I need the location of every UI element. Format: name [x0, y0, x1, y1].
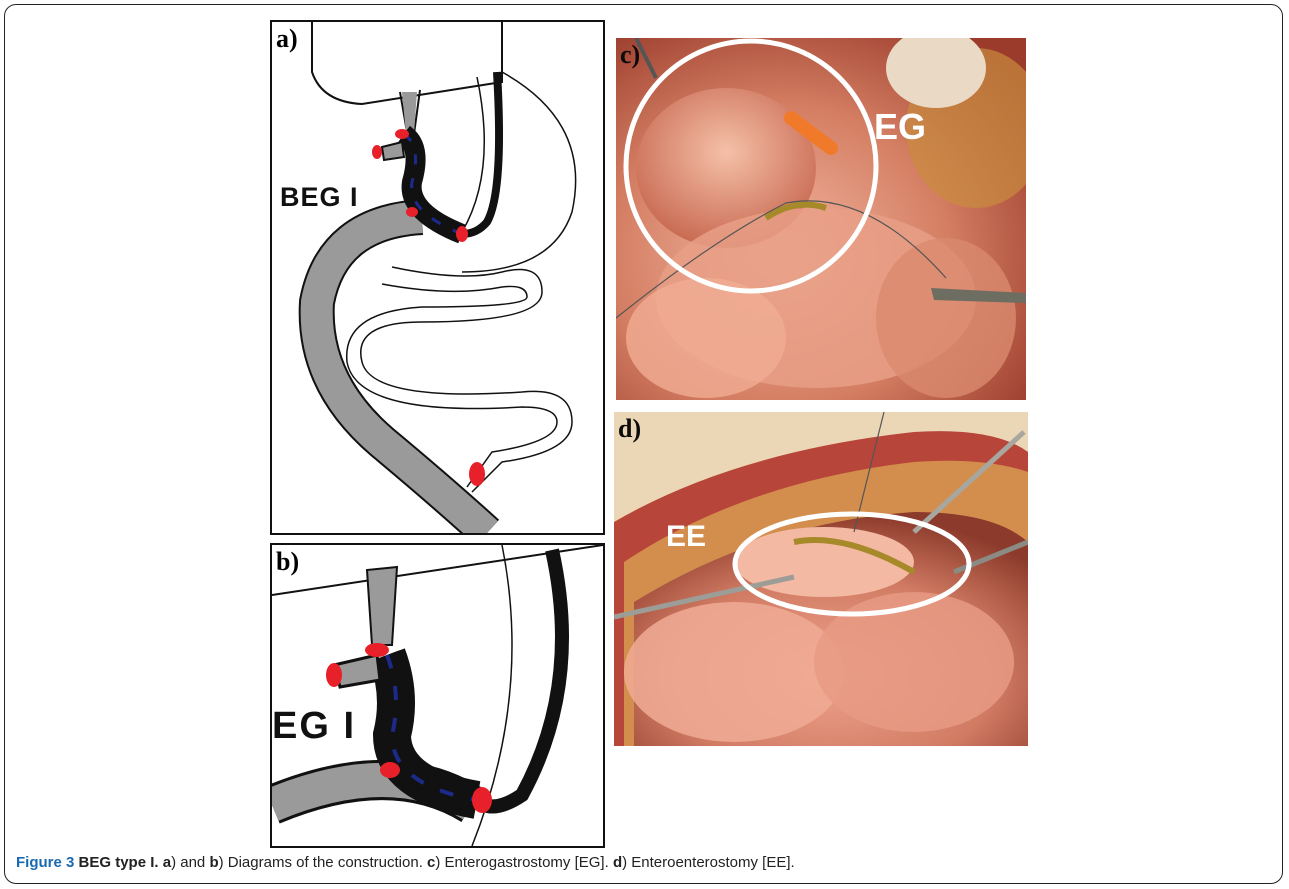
anastomosis-marker — [365, 643, 389, 657]
caption-text: ) Enterogastrostomy [EG]. — [435, 854, 613, 871]
caption-letter-d: d — [613, 854, 622, 871]
panel-b-annotation: EG I — [272, 705, 356, 748]
panel-a-annotation: BEG I — [280, 182, 359, 213]
panel-d-label: d) — [618, 414, 641, 444]
panel-c-image — [616, 38, 1026, 400]
panel-c-annotation: EG — [874, 106, 926, 148]
anastomosis-marker — [406, 207, 418, 217]
limb-black — [477, 550, 562, 806]
panel-c-photo: c) EG — [616, 38, 1026, 400]
panel-a-label: a) — [276, 24, 298, 54]
panel-d-annotation: EE — [666, 520, 706, 554]
inner-loop-line — [462, 77, 484, 232]
caption-text: ) Diagrams of the construction. — [219, 854, 427, 871]
panel-b-drawing — [272, 545, 603, 846]
panel-c-label: c) — [620, 40, 640, 70]
anastomosis-marker — [395, 129, 409, 139]
caption-letter-b: b — [209, 854, 218, 871]
anastomosis-marker — [472, 787, 492, 813]
panel-d-photo: d) EE — [614, 412, 1028, 746]
panel-a-diagram: a) BEG I — [270, 20, 605, 535]
outer-loop-line — [462, 72, 576, 272]
anastomosis-marker — [456, 226, 468, 242]
anastomosis-marker — [469, 462, 485, 486]
stomach-outline — [312, 22, 502, 104]
side-stub — [382, 142, 404, 160]
anastomosis-marker — [372, 145, 382, 159]
duct-fill — [367, 567, 397, 645]
panel-a-drawing — [272, 22, 603, 533]
caption-text: ) Enteroenterostomy [EE]. — [622, 854, 795, 871]
panel-b-label: b) — [276, 547, 299, 577]
anastomosis-marker — [380, 762, 400, 778]
caption-letter-a: a — [163, 854, 171, 871]
anastomosis-marker — [326, 663, 342, 687]
caption-text: ) and — [171, 854, 209, 871]
figure-caption: Figure 3 BEG type I. a) and b) Diagrams … — [16, 854, 795, 871]
panel-b-diagram: b) EG I — [270, 543, 605, 848]
panel-d-image — [614, 412, 1028, 746]
caption-figure-number: Figure 3 — [16, 854, 74, 871]
caption-title: BEG type I. — [79, 854, 159, 871]
main-tube — [317, 217, 487, 533]
